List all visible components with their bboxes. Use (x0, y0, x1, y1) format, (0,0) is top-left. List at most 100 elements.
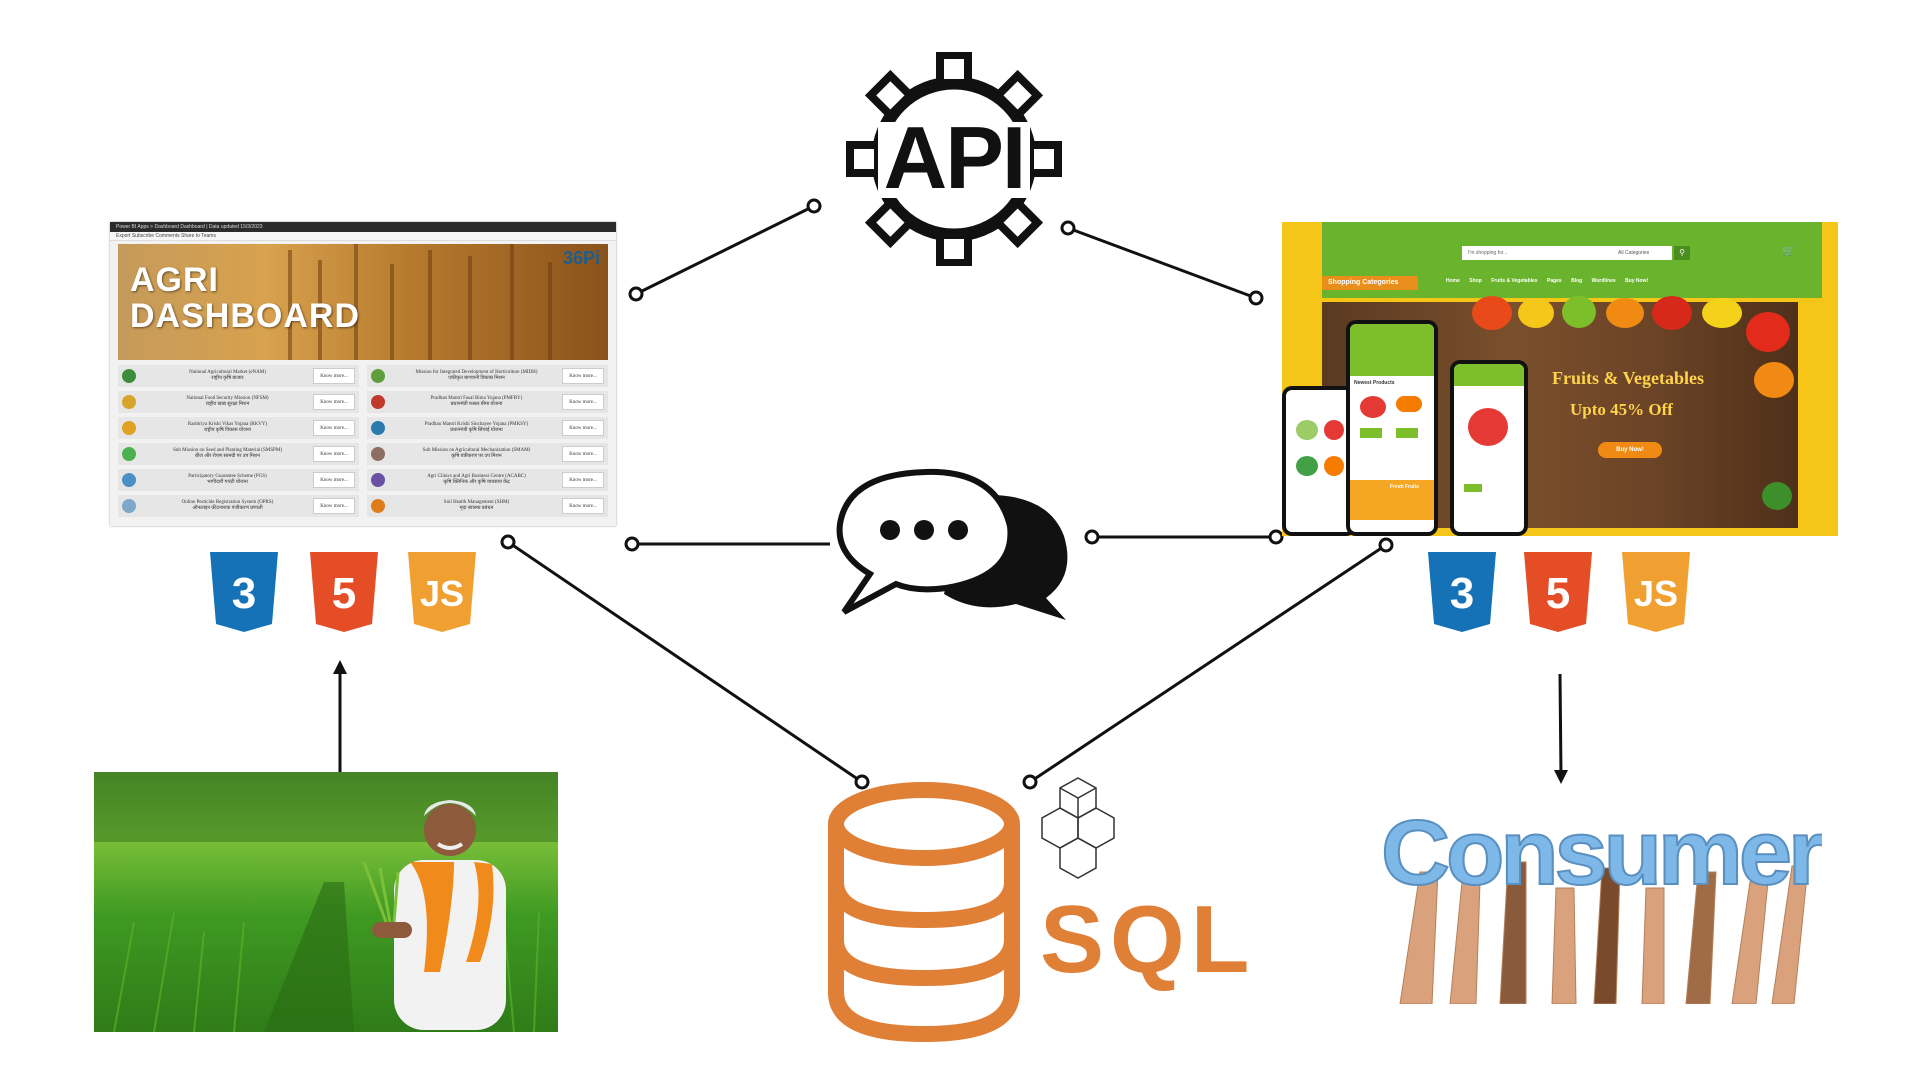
shop-search-input[interactable]: I'm shopping for... (1462, 246, 1672, 260)
consumer-label: Consumer (1381, 802, 1822, 904)
html5-label: 5 (1546, 569, 1570, 618)
consumer-image: Consumer (1380, 801, 1822, 1004)
phone-banner: Fresh Fruits (1390, 484, 1419, 490)
scheme-icon (122, 499, 136, 513)
scheme-icon (371, 395, 385, 409)
know-more-button[interactable]: Know more... (562, 368, 604, 384)
scheme-icon (371, 369, 385, 383)
phone-mockup-center: Newest Products Fresh Fruits (1346, 320, 1438, 536)
scheme-local-name: राष्ट्रीय कृषि बाजार (211, 376, 244, 381)
scheme-icon (371, 499, 385, 513)
scheme-name: National Agricultural Market (eNAM) (189, 370, 266, 375)
phone-mockup-left (1282, 386, 1356, 536)
scheme-local-name: ऑनलाइन कीटनाशक पंजीकरण प्रणाली (192, 506, 263, 511)
scheme-item: Sub Mission on Seed and Planting Materia… (118, 443, 359, 465)
phone-mockup-right (1450, 360, 1528, 536)
nav-item[interactable]: Fruits & Vegetables (1491, 278, 1538, 284)
nav-item[interactable]: Pages (1546, 278, 1562, 284)
scheme-icon (122, 447, 136, 461)
tech-stack-left: 3 5 JS (210, 552, 476, 632)
scheme-icon (371, 447, 385, 461)
scheme-icon (122, 421, 136, 435)
know-more-button[interactable]: Know more... (562, 498, 604, 514)
scheme-icon (371, 421, 385, 435)
agri-title-line2: DASHBOARD (130, 297, 360, 335)
hero-title: Fruits & Vegetables (1552, 368, 1704, 388)
nav-item[interactable]: Buy Now! (1625, 278, 1649, 284)
css3-icon: 3 (210, 552, 278, 632)
scheme-icon (371, 473, 385, 487)
nav-item[interactable]: Shop (1469, 278, 1482, 284)
api-gear-icon: API (846, 52, 1062, 266)
shopping-categories-button[interactable]: Shopping Categories (1322, 276, 1418, 290)
scheme-item: Soil Health Management (SHM)मृदा स्वास्थ… (367, 495, 608, 517)
html5-icon: 5 (1524, 552, 1592, 632)
agri-banner: AGRI DASHBOARD 36Pi (118, 244, 608, 360)
network-cube-icon (1041, 777, 1115, 879)
cart-icon[interactable]: 🛒 (1782, 246, 1795, 257)
know-more-button[interactable]: Know more... (562, 394, 604, 410)
buy-now-button[interactable]: Buy Now! (1598, 442, 1662, 458)
scheme-icon (122, 369, 136, 383)
agri-title-line1: AGRI (130, 261, 219, 299)
api-label: API (884, 108, 1025, 207)
know-more-button[interactable]: Know more... (313, 420, 355, 436)
scheme-name: Online Pesticide Registration System (OP… (181, 500, 274, 505)
scheme-item: Participatory Guarantee Scheme (PGS)भागी… (118, 469, 359, 491)
javascript-label: JS (1634, 573, 1678, 614)
html5-icon: 5 (310, 552, 378, 632)
scheme-item: Agri Clinics and Agri Business Centre (A… (367, 469, 608, 491)
nav-item[interactable]: Home (1446, 278, 1460, 284)
powerbi-topbar: Power BI Apps > Dashboard Dashboard | Da… (110, 222, 616, 232)
scheme-name: Agri Clinics and Agri Business Centre (A… (427, 474, 526, 479)
category-select[interactable]: All Categories (1618, 250, 1650, 256)
company-logo: 36Pi (562, 248, 600, 268)
scheme-local-name: कृषि क्लिनिक और कृषि व्यवसाय केंद्र (443, 480, 510, 485)
scheme-name: Mission for Integrated Development of Ho… (415, 370, 538, 375)
scheme-icon (122, 473, 136, 487)
powerbi-toolbar: Export Subscribe Comments Share to Teams (110, 232, 616, 241)
scheme-item: Pradhan Mantri Fasal Bima Yojana (PMFBY)… (367, 391, 608, 413)
chat-bubbles-icon (836, 468, 1068, 620)
search-icon[interactable]: ⚲ (1674, 246, 1690, 260)
scheme-local-name: राष्ट्रीय कृषि विकास योजना (204, 428, 251, 433)
know-more-button[interactable]: Know more... (562, 420, 604, 436)
javascript-label: JS (420, 573, 464, 614)
scheme-name: Participatory Guarantee Scheme (PGS) (188, 474, 267, 479)
know-more-button[interactable]: Know more... (313, 498, 355, 514)
sql-label: SQL (1040, 886, 1255, 993)
know-more-button[interactable]: Know more... (313, 446, 355, 462)
farmer-photo (94, 772, 558, 1032)
scheme-local-name: प्रधानमंत्री फसल बीमा योजना (450, 402, 503, 407)
scheme-name: Soil Health Management (SHM) (443, 500, 510, 505)
know-more-button[interactable]: Know more... (313, 394, 355, 410)
know-more-button[interactable]: Know more... (313, 472, 355, 488)
css3-icon: 3 (1428, 552, 1496, 632)
scheme-name: Rashtriya Krishi Vikas Yojana (RKVY) (187, 422, 268, 427)
scheme-name: Pradhan Mantri Fasal Bima Yojana (PMFBY) (430, 396, 523, 401)
know-more-button[interactable]: Know more... (562, 472, 604, 488)
know-more-button[interactable]: Know more... (562, 446, 604, 462)
scheme-item: Rashtriya Krishi Vikas Yojana (RKVY)राष्… (118, 417, 359, 439)
scheme-list: National Agricultural Market (eNAM)राष्ट… (118, 365, 608, 517)
hero-discount: Upto 45% Off (1570, 400, 1673, 419)
css3-label: 3 (1450, 569, 1474, 618)
know-more-button[interactable]: Know more... (313, 368, 355, 384)
tech-stack-right: 3 5 JS (1428, 552, 1690, 632)
sql-database-icon: SQL (828, 777, 1255, 1043)
scheme-item: Mission for Integrated Development of Ho… (367, 365, 608, 387)
shop-nav: Home Shop Fruits & Vegetables Pages Blog… (1446, 278, 1656, 284)
scheme-name: National Food Security Mission (NFSM) (186, 396, 269, 401)
nav-item[interactable]: Blog (1571, 278, 1583, 284)
scheme-item: Pradhan Mantri Krishi Sinchayee Yojana (… (367, 417, 608, 439)
agri-dashboard-title: AGRI DASHBOARD (130, 262, 360, 334)
scheme-item: Sub Mission on Agricultural Mechanizatio… (367, 443, 608, 465)
scheme-local-name: बीज और रोपण सामग्री पर उप मिशन (194, 454, 261, 459)
scheme-name: Pradhan Mantri Krishi Sinchayee Yojana (… (424, 422, 529, 427)
nav-item[interactable]: Wordlines (1591, 278, 1616, 284)
grocery-shop-screenshot: I'm shopping for... All Categories ⚲ 🛒 S… (1282, 222, 1838, 536)
scheme-local-name: भागीदारी गारंटी योजना (207, 480, 248, 485)
scheme-item: Online Pesticide Registration System (OP… (118, 495, 359, 517)
css3-label: 3 (232, 569, 256, 618)
scheme-local-name: राष्ट्रीय खाद्य सुरक्षा मिशन (205, 402, 250, 407)
